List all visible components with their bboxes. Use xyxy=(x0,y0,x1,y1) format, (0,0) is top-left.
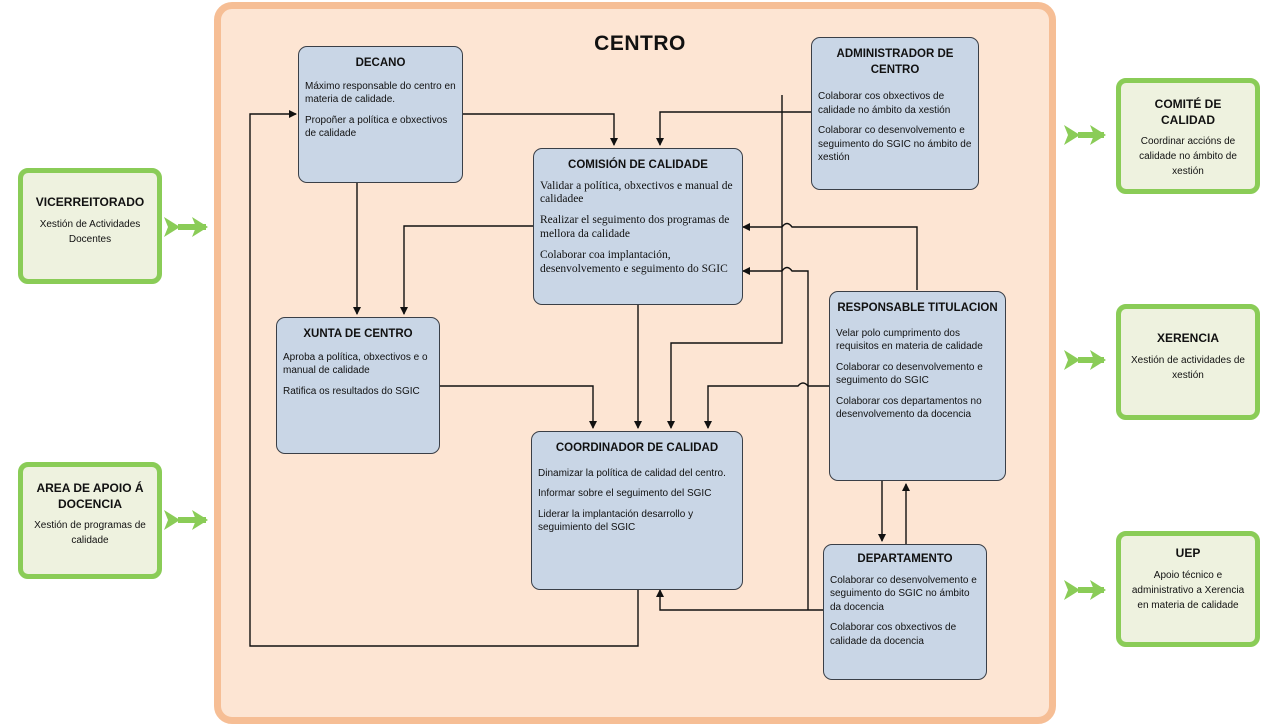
connector-decano-comision xyxy=(463,113,618,146)
xerencia-title: XERENCIA xyxy=(1156,331,1219,345)
coordinador-item: Dinamizar la política de calidad del cen… xyxy=(538,467,726,479)
departamento-item: Colaborar co desenvolvemento e seguiment… xyxy=(830,574,977,613)
connector-responsable-comision xyxy=(742,222,918,290)
comision-title: COMISIÓN DE CALIDADE xyxy=(568,159,708,171)
connector-responsable-coordinador xyxy=(704,382,829,429)
connector-admin-coordinador xyxy=(667,95,783,429)
responsable-item: Velar polo cumprimento dos requisitos en… xyxy=(836,327,983,353)
area-apoio-box: AREA DE APOIO Á DOCENCIA Xestión de prog… xyxy=(18,462,162,579)
responsable-box: RESPONSABLE TITULACION Velar polo cumpri… xyxy=(829,291,1006,481)
xunta-item: Ratifica os resultados do SGIC xyxy=(283,385,420,397)
comision-item: Realizar el seguimento dos programas de … xyxy=(540,214,730,240)
connector-admin-comision xyxy=(656,111,811,146)
coordinador-title: COORDINADOR DE CALIDAD xyxy=(555,442,719,454)
xunta-title: XUNTA DE CENTRO xyxy=(303,328,413,340)
connector-comision-xunta xyxy=(400,225,533,315)
connector-departamento-comision xyxy=(742,266,809,610)
vicerreitorado-title: VICERREITORADO xyxy=(35,195,145,209)
vicerreitorado-desc: Xestión de Actividades Docentes xyxy=(39,218,141,245)
departamento-item: Colaborar cos obxectivos de calidade da … xyxy=(830,622,957,647)
comision-item: Colaborar coa implantación, desenvolveme… xyxy=(540,248,728,275)
uep-box: UEP Apoio técnico e administrativo a Xer… xyxy=(1116,531,1260,647)
uep-title: UEP xyxy=(1175,546,1201,560)
responsable-item: Colaborar co desenvolvemento e seguiment… xyxy=(836,361,983,387)
departamento-box: DEPARTAMENTO Colaborar co desenvolvement… xyxy=(823,544,987,680)
decano-item: Máximo responsable do centro en materia … xyxy=(305,80,456,106)
xerencia-desc: Xestión de actividades de xestión xyxy=(1131,354,1245,381)
coordinador-item: Liderar la implantación desarrollo y seg… xyxy=(538,508,694,534)
administrador-item: Colaborar co desenvolvemento e seguiment… xyxy=(818,125,972,164)
decano-title: DECANO xyxy=(355,57,406,69)
departamento-title: DEPARTAMENTO xyxy=(857,553,953,565)
comite-title: COMITÉ DE CALIDAD xyxy=(1154,97,1222,127)
decano-box: DECANO Máximo responsable do centro en m… xyxy=(298,46,463,183)
area-apoio-title: AREA DE APOIO Á DOCENCIA xyxy=(36,481,144,511)
connector-departamento-coordinador xyxy=(656,589,826,611)
comision-box: COMISIÓN DE CALIDADE Validar a política,… xyxy=(533,148,743,305)
xerencia-box: XERENCIA Xestión de actividades de xesti… xyxy=(1116,304,1260,420)
administrador-item: Colaborar cos obxectivos de calidade no … xyxy=(818,91,951,116)
responsable-item: Colaborar cos departamentos no desenvolv… xyxy=(836,395,982,421)
connector-coordinador-decano xyxy=(249,110,639,647)
connector-xunta-coordinador xyxy=(440,385,597,429)
responsable-title: RESPONSABLE TITULACION xyxy=(837,302,998,314)
area-apoio-desc: Xestión de programas de calidade xyxy=(34,520,146,547)
comite-desc: Coordinar accións de calidade no ámbito … xyxy=(1139,136,1237,178)
coordinador-box: COORDINADOR DE CALIDAD Dinamizar la polí… xyxy=(531,431,743,590)
decano-item: Propoñer a política e obxectivos de cali… xyxy=(305,114,448,140)
coordinador-item: Informar sobre el seguimento del SGIC xyxy=(538,488,712,500)
xunta-box: XUNTA DE CENTRO Aproba a política, obxec… xyxy=(276,317,440,454)
administrador-title: ADMINISTRADOR DE CENTRO xyxy=(836,48,954,76)
administrador-box: ADMINISTRADOR DE CENTRO Colaborar cos ob… xyxy=(811,37,979,190)
centro-title: CENTRO xyxy=(594,32,686,55)
uep-desc: Apoio técnico e administrativo a Xerenci… xyxy=(1131,569,1245,611)
comision-item: Validar a política, obxectivos e manual … xyxy=(540,179,733,206)
xunta-item: Aproba a política, obxectivos e o manual… xyxy=(283,351,428,377)
vicerreitorado-box: VICERREITORADO Xestión de Actividades Do… xyxy=(18,168,162,284)
comite-box: COMITÉ DE CALIDAD Coordinar accións de c… xyxy=(1116,78,1260,194)
